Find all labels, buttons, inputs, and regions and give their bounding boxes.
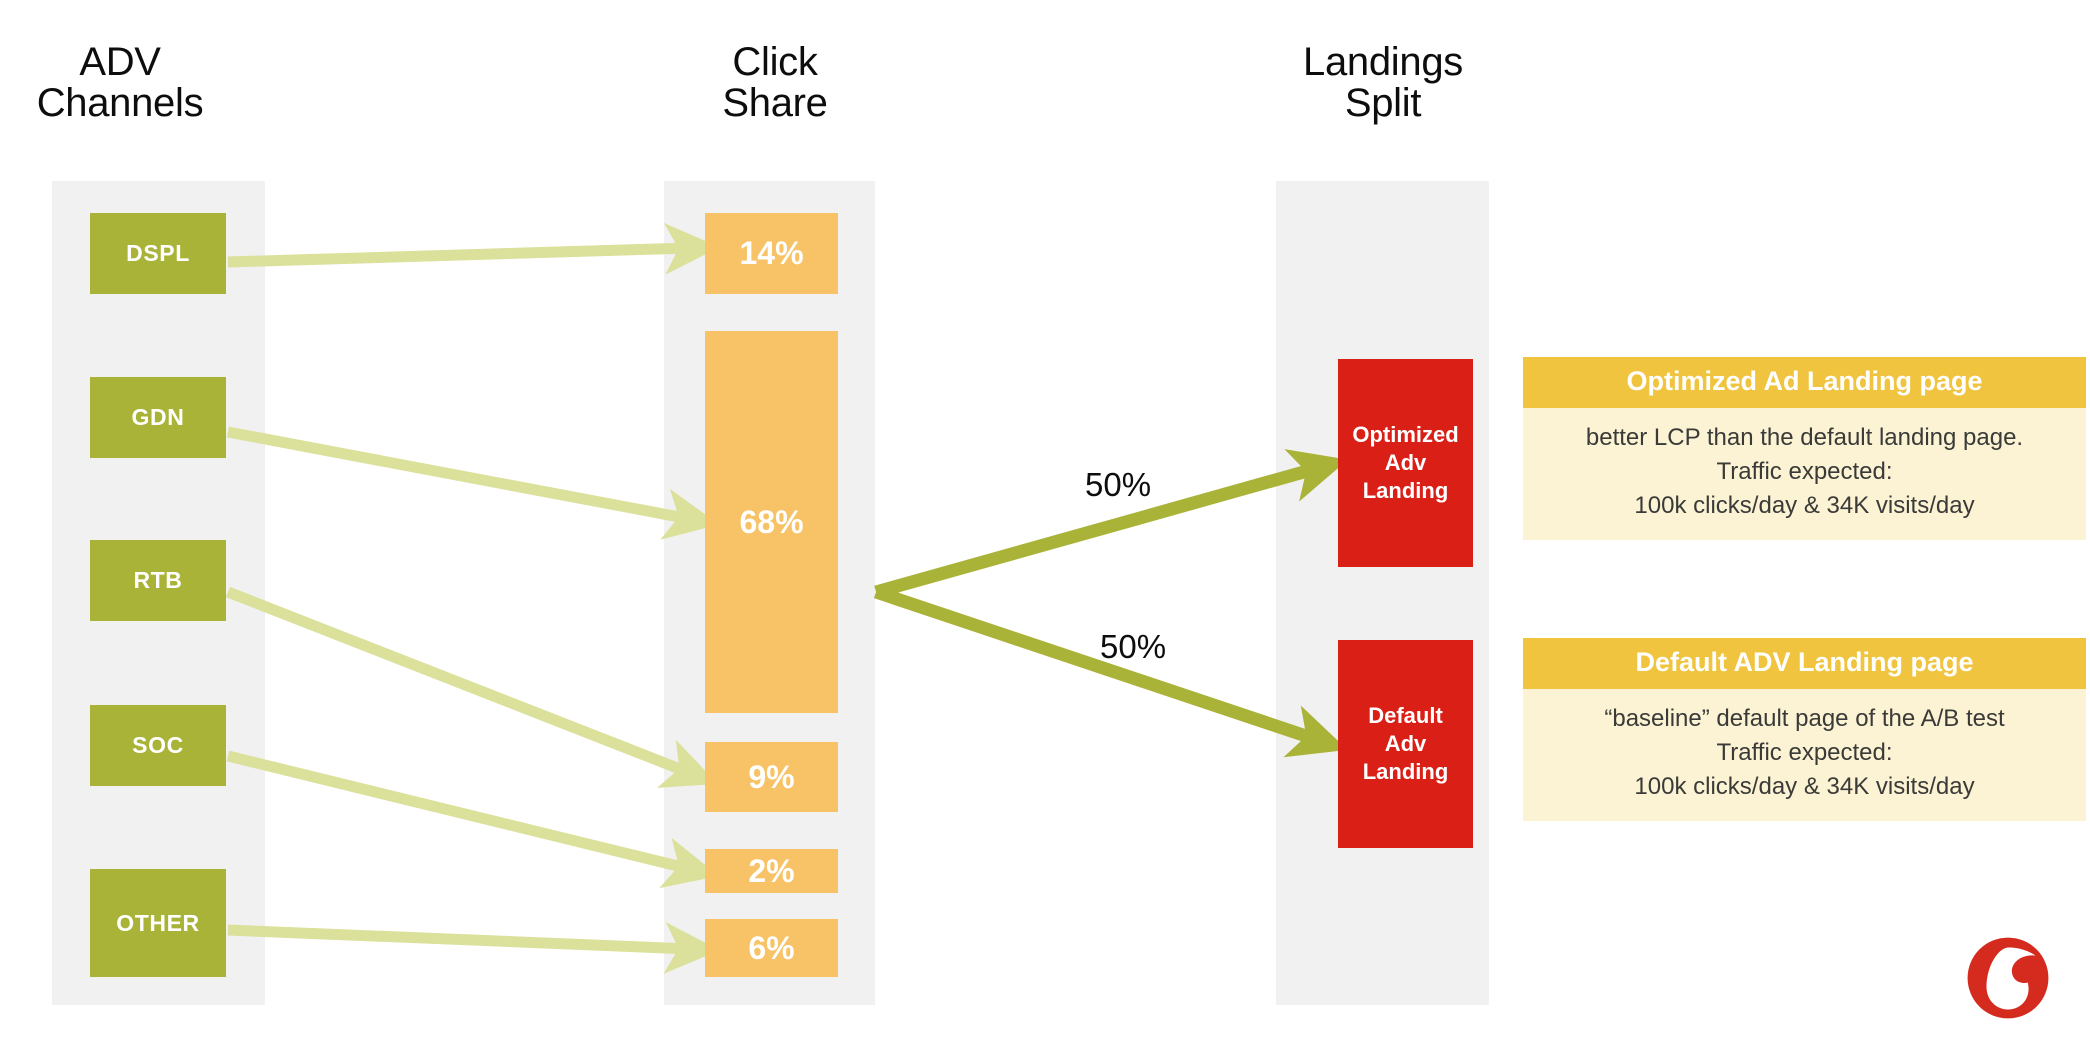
arrow-dspl-to-14 — [227, 222, 720, 275]
info-card-optimized-body: better LCP than the default landing page… — [1523, 408, 2086, 541]
info-card-optimized-heading: Optimized Ad Landing page — [1523, 357, 2086, 408]
info-card-default-line-1: “baseline” default page of the A/B test — [1604, 705, 2005, 732]
column-title-landings-split: Landings Split — [1303, 40, 1463, 125]
arrow-split-lower-50 — [873, 585, 1348, 758]
landing-box-optimized-adv[interactable]: Optimized Adv Landing — [1338, 359, 1473, 567]
info-card-default-line-2: Traffic expected: — [1716, 739, 1893, 767]
info-card-optimized-line-3: 100k clicks/day & 34K visits/day — [1634, 492, 1975, 520]
column-title-click-share: Click Share — [722, 40, 828, 125]
info-card-default: Default ADV Landing page “baseline” defa… — [1523, 638, 2086, 822]
channel-box-rtb[interactable]: RTB — [90, 540, 226, 621]
click-share-bar-soc[interactable]: 2% — [705, 849, 838, 893]
column-title-adv-channels: ADV Channels — [36, 40, 204, 125]
click-share-bar-other[interactable]: 6% — [705, 919, 838, 977]
vodafone-speechmark-icon — [1967, 937, 2049, 1019]
arrow-other-to-6 — [227, 922, 720, 974]
info-card-default-line-3: 100k clicks/day & 34K visits/day — [1634, 773, 1975, 801]
landing-box-default-adv[interactable]: Default Adv Landing — [1338, 640, 1473, 848]
arrow-rtb-to-9 — [225, 586, 718, 788]
split-label-optimized: 50% — [1085, 466, 1152, 503]
channel-box-other[interactable]: OTHER — [90, 869, 226, 977]
info-card-optimized-line-2: Traffic expected: — [1716, 458, 1893, 486]
click-share-bar-dspl[interactable]: 14% — [705, 213, 838, 294]
band-landings-split — [1276, 181, 1489, 1005]
info-card-default-body: “baseline” default page of the A/B test … — [1523, 689, 2086, 822]
info-card-optimized: Optimized Ad Landing page better LCP tha… — [1523, 357, 2086, 541]
info-card-default-heading: Default ADV Landing page — [1523, 638, 2086, 689]
vodafone-logo — [1965, 935, 2051, 1026]
arrow-soc-to-2 — [226, 750, 719, 889]
channel-box-gdn[interactable]: GDN — [90, 377, 226, 458]
arrow-gdn-to-68 — [226, 426, 720, 540]
split-label-default: 50% — [1100, 628, 1167, 665]
click-share-bar-rtb[interactable]: 9% — [705, 742, 838, 812]
click-share-bar-gdn[interactable]: 68% — [705, 331, 838, 713]
channel-box-dspl[interactable]: DSPL — [90, 213, 226, 294]
channel-box-soc[interactable]: SOC — [90, 705, 226, 786]
info-card-optimized-line-1: better LCP than the default landing page… — [1585, 424, 2024, 451]
